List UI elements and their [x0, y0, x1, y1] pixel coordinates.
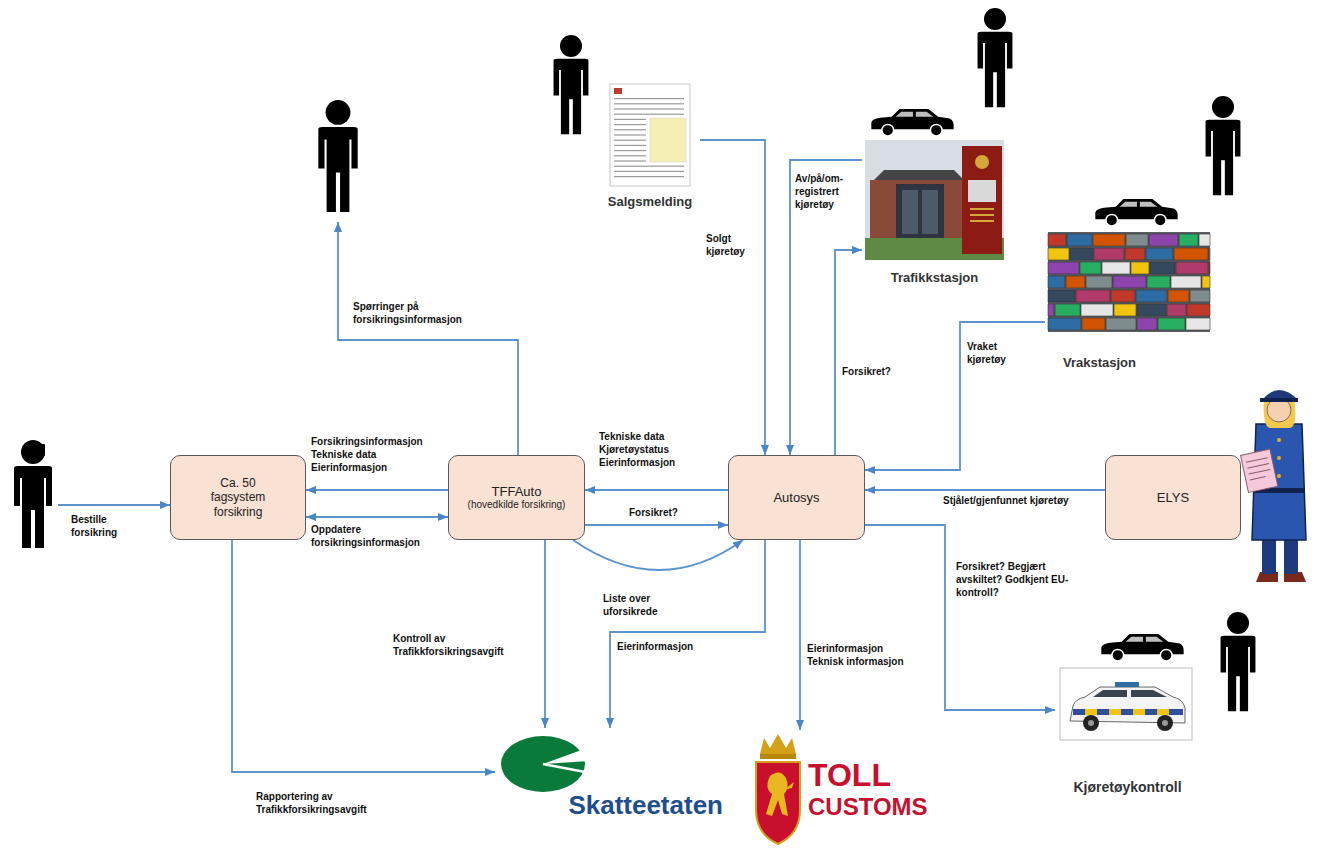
person-icon: [978, 8, 1013, 107]
edge-label: Kontroll av Trafikkforsikringsavgift: [392, 633, 505, 657]
document-node: Salgsmelding: [600, 80, 700, 212]
node-picture: [862, 138, 1007, 290]
station-node: Vrakstasjon: [1045, 230, 1213, 375]
connector: [585, 489, 728, 491]
car-icon: [1101, 634, 1183, 661]
edge-label-box: Kontroll av Trafikkforsikringsavgift: [392, 632, 540, 658]
edge-label-box: Av/på/om-registrert kjøretøy: [794, 172, 860, 211]
agency-logo: TOLLCUSTOMS: [750, 730, 945, 850]
edge-label-box: Forsikret? Begjært avskiltet? Godkjent E…: [955, 560, 1075, 599]
edge-label-box: Forsikringsinformasjon Tekniske data Eie…: [310, 435, 446, 474]
edge-label: Forsikret?: [628, 507, 679, 518]
connector: [835, 250, 862, 455]
edge-label-box: Eierinformasjon Teknisk informasjon: [806, 642, 918, 668]
connector: [865, 322, 1045, 470]
edge-label-box: Liste over uforsikrede: [602, 592, 684, 618]
edge-label: Stjålet/gjenfunnet kjøretøy: [942, 495, 1070, 506]
connector: [306, 489, 448, 491]
edge-label: Vraket kjøretøy: [966, 341, 1007, 365]
connector: [865, 525, 1055, 710]
node-text: TOLL: [808, 758, 891, 793]
connector: [306, 516, 448, 518]
edge-label: Forsikringsinformasjon Tekniske data Eie…: [310, 436, 424, 473]
edge-label-box: Solgt kjøretøy: [705, 232, 761, 258]
edge-label-box: Vraket kjøretøy: [966, 340, 1028, 366]
system-box: Autosys: [728, 455, 865, 540]
control-node: Kjøretøykontroll: [1055, 665, 1200, 800]
node-text: Trafikkstasjon: [891, 270, 978, 286]
node-text: Ca. 50 fagsystem forsikring: [198, 476, 278, 519]
agency-logo: Skatteetaten: [495, 728, 727, 823]
edge-label: Forsikret? Begjært avskiltet? Godkjent E…: [955, 561, 1069, 598]
node-text: Vrakstasjon: [1063, 355, 1136, 371]
connector: [790, 160, 862, 455]
edge-label: Tekniske data Kjøretøystatus Eierinforma…: [598, 431, 676, 468]
connector: [573, 540, 743, 570]
flow-label: Spørringer på forsikringsinformasjon: [352, 301, 463, 325]
edge-label: Oppdatere forsikringsinformasjon: [310, 524, 421, 548]
edge-label: Forsikret?: [841, 366, 892, 377]
edge-label-box: Rapportering av Trafikkforsikringsavgift: [255, 790, 415, 816]
phone-icon: [40, 444, 45, 456]
node-text: Autosys: [773, 490, 819, 506]
node-text: Skatteetaten: [568, 791, 723, 821]
edge-label-box: Eierinformasjon: [616, 640, 726, 653]
person-icon: [1206, 96, 1241, 195]
node-text: TFFAuto: [492, 484, 542, 500]
flow-label: Bestille forsikring: [70, 514, 118, 538]
node-text: (hovedkilde forsikring): [468, 499, 566, 511]
edge-label-box: Forsikret?: [841, 365, 911, 378]
person-icon: [554, 35, 589, 134]
police-officer: [1241, 390, 1306, 582]
connector: [700, 140, 765, 455]
edge-label: Solgt kjøretøy: [705, 233, 746, 257]
edge-label: Rapportering av Trafikkforsikringsavgift: [255, 791, 368, 815]
arrow-line: [58, 504, 170, 506]
person-icon: [318, 100, 357, 212]
system-box: ELYS: [1105, 455, 1241, 540]
edge-label: Av/på/om-registrert kjøretøy: [794, 173, 844, 210]
edge-label-box: Stjålet/gjenfunnet kjøretøy: [942, 494, 1102, 507]
node-picture: [1045, 230, 1213, 375]
node-text: ELYS: [1157, 490, 1189, 506]
person-icon: [1221, 612, 1256, 711]
system-box: Ca. 50 fagsystem forsikring: [170, 455, 306, 540]
person-icon: [14, 440, 52, 548]
connector: [585, 524, 728, 526]
edge-label: Liste over uforsikrede: [602, 593, 658, 617]
arrow-line: [338, 222, 518, 455]
node-text: CUSTOMS: [808, 793, 928, 822]
edge-label-box: Tekniske data Kjøretøystatus Eierinforma…: [598, 430, 714, 469]
edge-label-box: Forsikret?: [628, 506, 708, 519]
edge-label: Eierinformasjon Teknisk informasjon: [806, 643, 905, 667]
node-text: Kjøretøykontroll: [1073, 779, 1181, 796]
edge-label: Eierinformasjon: [616, 641, 694, 652]
connector: [544, 540, 546, 728]
connector: [865, 489, 1105, 491]
label-box: Bestille forsikring: [70, 513, 150, 539]
edge-label-box: Oppdatere forsikringsinformasjon: [310, 523, 446, 549]
node-text: Salgsmelding: [608, 194, 693, 210]
node-picture: [600, 80, 700, 212]
station-node: Trafikkstasjon: [862, 138, 1007, 290]
label-box: Spørringer på forsikringsinformasjon: [352, 300, 502, 326]
connector: [799, 540, 801, 730]
car-icon: [1095, 199, 1177, 226]
car-icon: [871, 109, 953, 136]
system-box: TFFAuto(hovedkilde forsikring): [448, 455, 585, 540]
